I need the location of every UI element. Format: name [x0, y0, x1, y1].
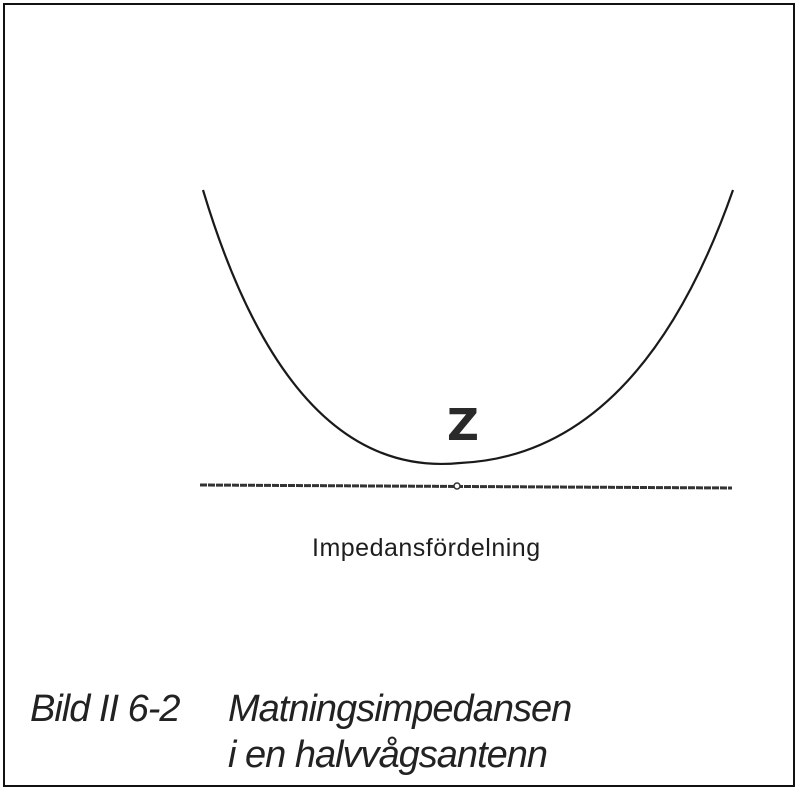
antenna-line — [199, 483, 733, 490]
figure-caption: Bild II 6-2 Matningsimpedansen i en halvv… — [30, 686, 572, 778]
figure-number: Bild II 6-2 — [30, 688, 181, 730]
figure-title-line1: Matningsimpedansen — [228, 688, 572, 730]
figure-title-line2: i en halvvågsantenn — [228, 734, 548, 776]
figure-frame — [3, 3, 795, 787]
impedance-curve — [201, 189, 735, 466]
diagram-caption: Impedansfördelning — [312, 534, 541, 562]
impedance-label-z: Z — [447, 400, 479, 451]
figure-caption-line1: Bild II 6-2 Matningsimpedansen — [30, 686, 572, 732]
feed-point — [453, 482, 461, 490]
